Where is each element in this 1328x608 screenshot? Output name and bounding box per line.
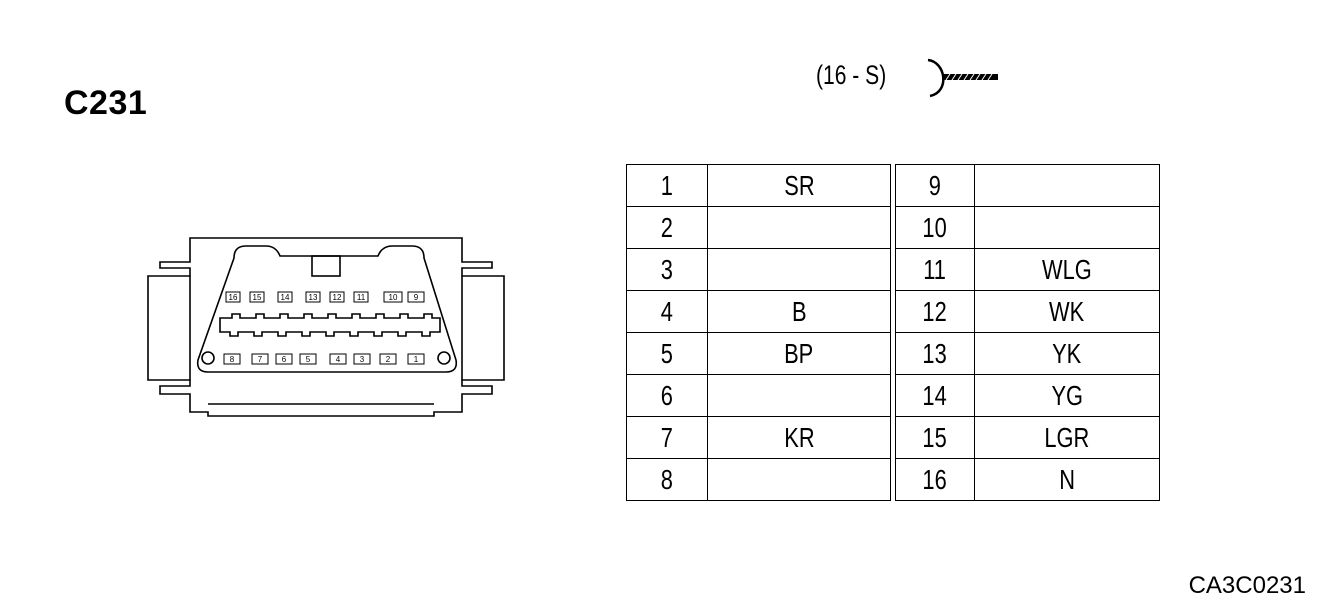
pin-number: 15 <box>922 422 948 453</box>
pin-number: 4 <box>660 296 674 327</box>
svg-text:5: 5 <box>306 355 311 364</box>
wire-color: WK <box>1049 296 1085 327</box>
pin-2: 2 <box>379 353 397 365</box>
wire-color: LGR <box>1044 422 1090 453</box>
svg-text:6: 6 <box>282 355 287 364</box>
pin-number: 8 <box>660 464 674 495</box>
pin-15: 15 <box>249 291 265 303</box>
pin-10: 10 <box>383 291 403 303</box>
mounting-hole-right <box>437 351 451 365</box>
pin-number: 13 <box>922 338 948 369</box>
pin-9: 9 <box>407 291 425 303</box>
svg-text:9: 9 <box>414 293 419 302</box>
svg-text:2: 2 <box>386 355 391 364</box>
pin-number: 16 <box>922 464 948 495</box>
svg-text:1: 1 <box>414 355 419 364</box>
mounting-hole-left <box>201 351 215 365</box>
bottom-row-pins: 8 7 6 5 4 3 2 1 <box>223 353 425 365</box>
wire-color: BP <box>784 338 814 369</box>
table-row: 2 10 <box>626 206 1160 249</box>
pin-6: 6 <box>275 353 293 365</box>
pin-4: 4 <box>329 353 347 365</box>
wire-color: B <box>791 296 807 327</box>
table-row: 5 BP 13 YK <box>626 332 1160 375</box>
pin-number: 11 <box>923 254 947 285</box>
svg-text:3: 3 <box>360 355 365 364</box>
svg-text:11: 11 <box>357 293 366 302</box>
svg-text:13: 13 <box>309 293 318 302</box>
pin-number: 10 <box>922 212 948 243</box>
pin-number: 3 <box>660 254 674 285</box>
svg-text:12: 12 <box>333 293 342 302</box>
svg-text:10: 10 <box>389 293 398 302</box>
pin-8: 8 <box>223 353 241 365</box>
pin-3: 3 <box>353 353 371 365</box>
pin-number: 6 <box>660 380 674 411</box>
connector-type-label: (16 - S) <box>816 60 887 90</box>
keyway-tab <box>311 255 341 277</box>
table-row: 1 SR 9 <box>626 164 1160 207</box>
pin-7: 7 <box>251 353 269 365</box>
table-row: 8 16 N <box>626 458 1160 501</box>
svg-text:15: 15 <box>253 293 262 302</box>
svg-text:4: 4 <box>336 355 341 364</box>
pin-11: 11 <box>353 291 369 303</box>
connector-face-diagram: 16 15 14 13 12 11 10 9 8 7 6 5 4 3 2 1 <box>147 237 505 417</box>
connector-id: C231 <box>64 84 148 122</box>
pin-14: 14 <box>277 291 293 303</box>
wire-color: N <box>1059 464 1075 495</box>
wire-color: KR <box>783 422 815 453</box>
svg-text:14: 14 <box>281 293 290 302</box>
female-plug-icon <box>927 58 998 98</box>
pin-number: 7 <box>660 422 674 453</box>
table-row: 4 B 12 WK <box>626 290 1160 333</box>
pin-number: 9 <box>928 170 942 201</box>
pin-number: 14 <box>922 380 948 411</box>
top-row-pins: 16 15 14 13 12 11 10 9 <box>225 291 425 303</box>
trapezoid-face <box>196 245 458 373</box>
pin-13: 13 <box>305 291 321 303</box>
pin-color-table: 1 SR 9 2 10 3 11 WLG 4 B 12 WK 5 BP 13 Y… <box>626 164 1160 501</box>
pin-12: 12 <box>329 291 345 303</box>
pin-number: 1 <box>660 170 674 201</box>
wire-color: YK <box>1052 338 1082 369</box>
svg-text:7: 7 <box>258 355 263 364</box>
pin-5: 5 <box>299 353 317 365</box>
wire-color: WLG <box>1042 254 1092 285</box>
pin-number: 2 <box>660 212 674 243</box>
table-row: 7 KR 15 LGR <box>626 416 1160 459</box>
wire-color: YG <box>1051 380 1083 411</box>
wire-color: SR <box>783 170 815 201</box>
reference-code: CA3C0231 <box>1188 572 1306 599</box>
pin-1: 1 <box>407 353 425 365</box>
table-row: 6 14 YG <box>626 374 1160 417</box>
pin-number: 5 <box>660 338 674 369</box>
svg-text:16: 16 <box>229 293 238 302</box>
pin-16: 16 <box>225 291 241 303</box>
pin-number: 12 <box>922 296 948 327</box>
svg-text:8: 8 <box>230 355 235 364</box>
keyed-channel <box>219 313 441 337</box>
housing-outline <box>147 237 505 417</box>
table-row: 3 11 WLG <box>626 248 1160 291</box>
